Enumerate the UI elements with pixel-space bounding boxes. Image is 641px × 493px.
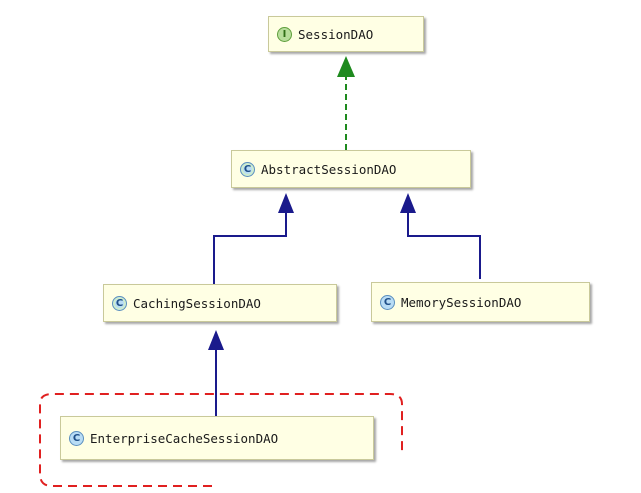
abstract-class-icon: C [240, 161, 255, 177]
arrowhead-extends [278, 193, 294, 213]
interface-icon: I [277, 26, 292, 42]
node-label: SessionDAO [298, 26, 374, 42]
node-abstract-session-dao[interactable]: C AbstractSessionDAO [231, 150, 471, 188]
node-enterprise-cache-session-dao[interactable]: C EnterpriseCacheSessionDAO [60, 416, 374, 460]
arrowhead-extends [400, 193, 416, 213]
node-label: AbstractSessionDAO [261, 161, 397, 177]
class-icon: C [69, 430, 84, 446]
node-label: MemorySessionDAO [401, 294, 522, 310]
node-session-dao[interactable]: I SessionDAO [268, 16, 424, 52]
abstract-class-icon: C [112, 295, 127, 311]
arrowhead-implements [337, 56, 355, 77]
class-icon: C [380, 294, 395, 310]
edge-extends-caching-to-abstract [213, 193, 294, 284]
arrowhead-extends [208, 330, 224, 350]
node-label: CachingSessionDAO [133, 295, 261, 311]
node-caching-session-dao[interactable]: C CachingSessionDAO [103, 284, 337, 322]
edge-extends-enterprise-to-caching [208, 330, 224, 416]
node-label: EnterpriseCacheSessionDAO [90, 430, 279, 446]
highlight-dashed-outline [39, 393, 403, 487]
node-memory-session-dao[interactable]: C MemorySessionDAO [371, 282, 590, 322]
edge-implements-abstract-to-sessiondao [337, 56, 355, 150]
edge-extends-memory-to-abstract [400, 193, 481, 279]
